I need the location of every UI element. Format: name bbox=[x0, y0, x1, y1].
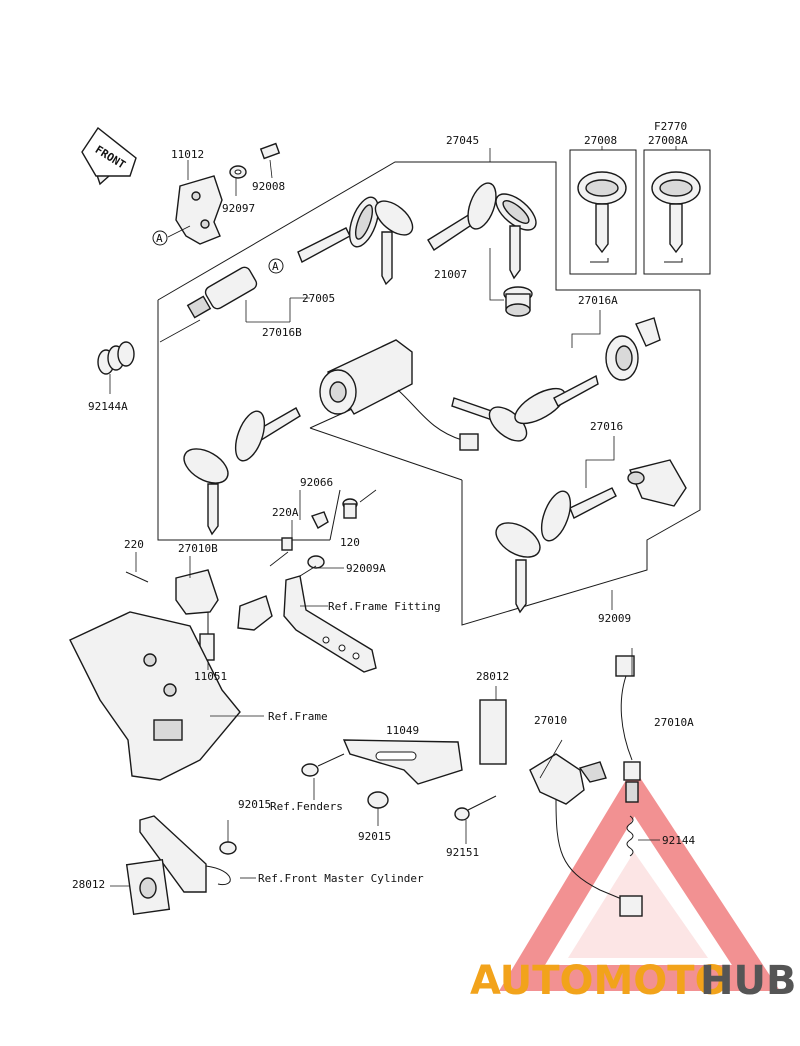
label-92015-a: 92015 bbox=[238, 798, 271, 811]
lock-box-27016 bbox=[627, 459, 687, 507]
nut-92015-b bbox=[219, 841, 237, 855]
plug-92066 bbox=[311, 511, 329, 529]
label-27016b: 27016B bbox=[262, 326, 302, 339]
bolt-fenders bbox=[301, 753, 345, 777]
label-92015-b: 92015 bbox=[358, 830, 391, 843]
ref-a-circle-2 bbox=[268, 258, 284, 274]
part-labels: 11012 92097 92008 27045 27008 F2770 2700… bbox=[72, 120, 695, 891]
label-ref-fenders: Ref.Fenders bbox=[270, 800, 343, 813]
assembly-outline bbox=[157, 161, 701, 626]
plate-11012 bbox=[175, 175, 223, 245]
screw-92151 bbox=[454, 795, 497, 821]
key-blank-27008 bbox=[569, 149, 637, 275]
label-28012-upper: 28012 bbox=[476, 670, 509, 683]
bolt-220a bbox=[269, 537, 293, 567]
watermark-logo bbox=[498, 767, 781, 991]
label-27008a: 27008A bbox=[648, 134, 688, 147]
label-27010b: 27010B bbox=[178, 542, 218, 555]
label-92009: 92009 bbox=[598, 612, 631, 625]
bolt-92009a bbox=[299, 555, 325, 577]
bolt-120 bbox=[342, 498, 358, 519]
label-27016: 27016 bbox=[590, 420, 623, 433]
label-ref-front-master-cylinder: Ref.Front Master Cylinder bbox=[258, 872, 424, 885]
label-92008: 92008 bbox=[252, 180, 285, 193]
label-11049: 11049 bbox=[386, 724, 419, 737]
bolt-92008 bbox=[259, 142, 281, 179]
label-ref-frame: Ref.Frame bbox=[268, 710, 328, 723]
key-27005 bbox=[297, 196, 414, 286]
label-92151: 92151 bbox=[446, 846, 479, 859]
label-92066: 92066 bbox=[300, 476, 333, 489]
bracket-11051 bbox=[237, 595, 273, 631]
ref-a-label-2: A bbox=[272, 260, 279, 273]
ref-a-circle-1 bbox=[152, 230, 168, 246]
watermark-text-hub: HUB bbox=[700, 958, 796, 1004]
frame bbox=[69, 611, 241, 781]
ignition-switch bbox=[319, 339, 479, 451]
lock-27016a bbox=[605, 317, 661, 381]
label-ref-frame-fitting: Ref.Frame Fitting bbox=[328, 600, 441, 613]
label-92144a: 92144A bbox=[88, 400, 128, 413]
label-11051: 11051 bbox=[194, 670, 227, 683]
label-220a: 220A bbox=[272, 506, 299, 519]
frame-fitting-bracket bbox=[283, 575, 377, 673]
front-arrow-icon bbox=[81, 126, 137, 186]
key-27016 bbox=[495, 487, 617, 614]
label-11012: 11012 bbox=[171, 148, 204, 161]
label-27008: 27008 bbox=[584, 134, 617, 147]
key-middle-left bbox=[183, 407, 301, 536]
label-28012-lower: 28012 bbox=[72, 878, 105, 891]
nut-92015-a bbox=[367, 791, 389, 809]
spring-92144 bbox=[626, 815, 634, 857]
label-120: 120 bbox=[340, 536, 360, 549]
label-220: 220 bbox=[124, 538, 144, 551]
cap-21007 bbox=[503, 286, 533, 317]
key-27016a bbox=[451, 374, 599, 442]
switch-27010a bbox=[615, 655, 641, 803]
label-27005: 27005 bbox=[302, 292, 335, 305]
key-27045 bbox=[427, 182, 537, 280]
bolt-220 bbox=[125, 571, 149, 583]
key-blank-27008a bbox=[643, 149, 711, 275]
pad-28012-lower bbox=[125, 858, 171, 916]
leader-lines bbox=[110, 146, 677, 887]
spring-92144a bbox=[97, 341, 135, 375]
ref-a-label-1: A bbox=[156, 232, 163, 245]
bracket-11049 bbox=[342, 739, 463, 785]
watermark-text-automoto: AUTOMOTO bbox=[470, 958, 729, 1004]
label-27010: 27010 bbox=[534, 714, 567, 727]
bracket-front-master-cylinder bbox=[139, 815, 231, 893]
label-27010a: 27010A bbox=[654, 716, 694, 729]
pad-28012-upper bbox=[479, 699, 507, 765]
lock-cylinder-27016b bbox=[186, 266, 258, 319]
label-f2770: F2770 bbox=[654, 120, 687, 133]
label-21007: 21007 bbox=[434, 268, 467, 281]
label-27045: 27045 bbox=[446, 134, 479, 147]
label-92144: 92144 bbox=[662, 834, 695, 847]
watermark-triangle-outer bbox=[498, 767, 781, 991]
label-92009a: 92009A bbox=[346, 562, 386, 575]
switch-27010 bbox=[529, 753, 643, 917]
label-92097: 92097 bbox=[222, 202, 255, 215]
label-27016a: 27016A bbox=[578, 294, 618, 307]
